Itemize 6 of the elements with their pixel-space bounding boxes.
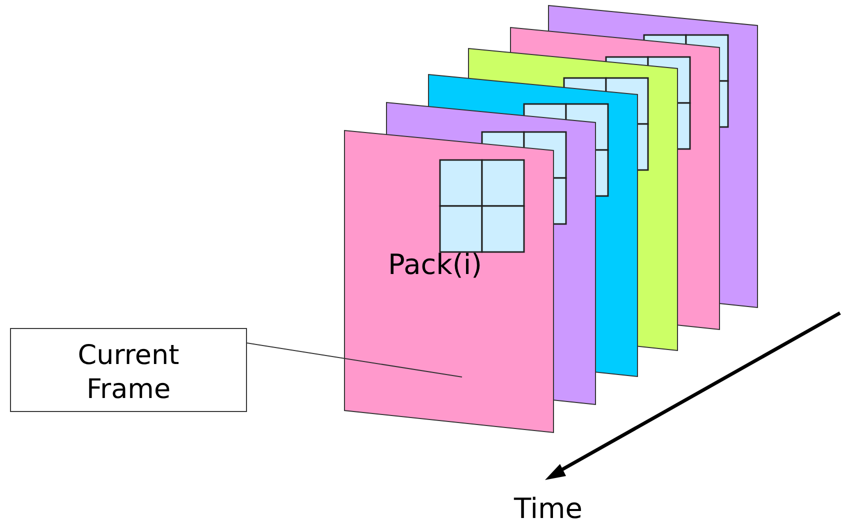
- leader-line: [246, 342, 462, 378]
- label-box: [10, 328, 247, 412]
- frame-label: Pack(i): [388, 248, 482, 281]
- axis-label: Time: [514, 492, 583, 525]
- video-frame: [344, 130, 554, 433]
- box-label: Current Frame: [76, 339, 180, 407]
